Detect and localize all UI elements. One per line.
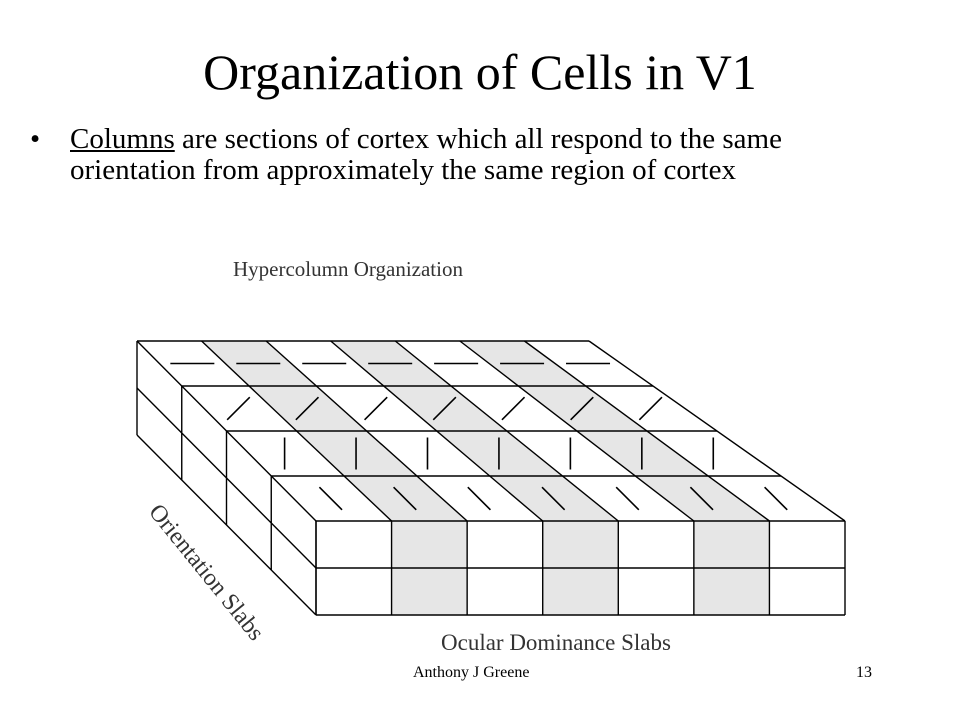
bullet-symbol: •	[30, 123, 41, 155]
footer-author: Anthony J Greene	[413, 664, 530, 681]
orientation-mark	[363, 396, 388, 421]
grid-lines	[136, 340, 846, 616]
bullet-term: Columns	[70, 123, 175, 155]
ocular-dominance-label: Ocular Dominance Slabs	[441, 630, 671, 655]
orientation-mark	[318, 486, 343, 511]
orientation-mark	[226, 396, 251, 421]
orientation-mark	[570, 396, 594, 421]
orientation-mark	[541, 486, 566, 511]
orientation-mark	[295, 396, 320, 421]
diagram-title: Hypercolumn Organization	[233, 257, 463, 281]
orientation-mark	[689, 486, 714, 511]
orientation-mark	[764, 486, 788, 511]
orientation-mark	[501, 396, 526, 421]
bullet-text: Columns are sections of cortex which all…	[70, 124, 860, 186]
orientation-mark	[467, 486, 491, 511]
orientation-mark	[615, 486, 640, 511]
orientation-mark	[393, 486, 417, 511]
orientation-mark	[638, 396, 663, 421]
bullet-body: are sections of cortex which all respond…	[70, 123, 782, 186]
slide-title: Organization of Cells in V1	[203, 44, 757, 100]
orientation-mark	[432, 396, 457, 421]
footer-page-number: 13	[856, 664, 872, 681]
orientation-marks	[170, 362, 788, 511]
